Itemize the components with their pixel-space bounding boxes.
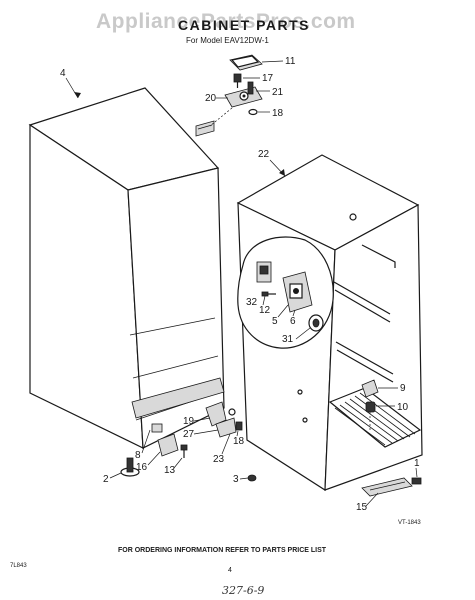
callout-19: 19 — [183, 416, 195, 427]
callout-6: 6 — [290, 316, 296, 327]
left-code: 7L843 — [10, 563, 27, 569]
liner-floor-grill — [328, 387, 422, 448]
callout-22: 22 — [258, 149, 270, 160]
callout-5: 5 — [272, 316, 278, 327]
callout-4: 4 — [60, 68, 66, 79]
callout-9: 9 — [400, 383, 406, 394]
drain-assembly — [361, 379, 379, 432]
callout-20: 20 — [205, 93, 217, 104]
callout-21: 21 — [272, 87, 284, 98]
callout-3: 3 — [233, 474, 239, 485]
callout-13: 13 — [164, 465, 176, 476]
callout-15: 15 — [356, 502, 368, 513]
handwritten-note: 327-6-9 — [222, 584, 264, 597]
top-hinge-assembly — [224, 54, 263, 116]
leveling-parts — [120, 423, 188, 477]
callout-1: 1 — [414, 458, 420, 469]
callout-18a: 18 — [272, 108, 284, 119]
diagram-code: VT-1843 — [398, 520, 421, 526]
callout-18b: 18 — [233, 436, 245, 447]
callout-16: 16 — [136, 462, 148, 473]
watermark-text: AppliancePartsPros.com — [96, 10, 356, 33]
diagram-subtitle: For Model EAV12DW-1 — [186, 36, 269, 45]
control-detail-bubble — [237, 236, 334, 349]
callout-32: 32 — [246, 297, 258, 308]
callout-12: 12 — [259, 305, 271, 316]
cabinet-shell — [28, 87, 225, 449]
callout-2: 2 — [103, 474, 109, 485]
bottom-hinge-assembly — [205, 401, 243, 438]
page-number: 4 — [228, 567, 232, 574]
callout-8: 8 — [135, 450, 141, 461]
callout-10: 10 — [397, 402, 409, 413]
callout-17: 17 — [262, 73, 274, 84]
callout-11: 11 — [285, 56, 296, 67]
ordering-note: FOR ORDERING INFORMATION REFER TO PARTS … — [118, 547, 327, 554]
callout-23: 23 — [213, 454, 225, 465]
base-rail-parts — [247, 474, 422, 497]
diagram-title: CABINET PARTS — [178, 17, 310, 33]
callout-31: 31 — [282, 334, 294, 345]
callout-27: 27 — [183, 429, 195, 440]
